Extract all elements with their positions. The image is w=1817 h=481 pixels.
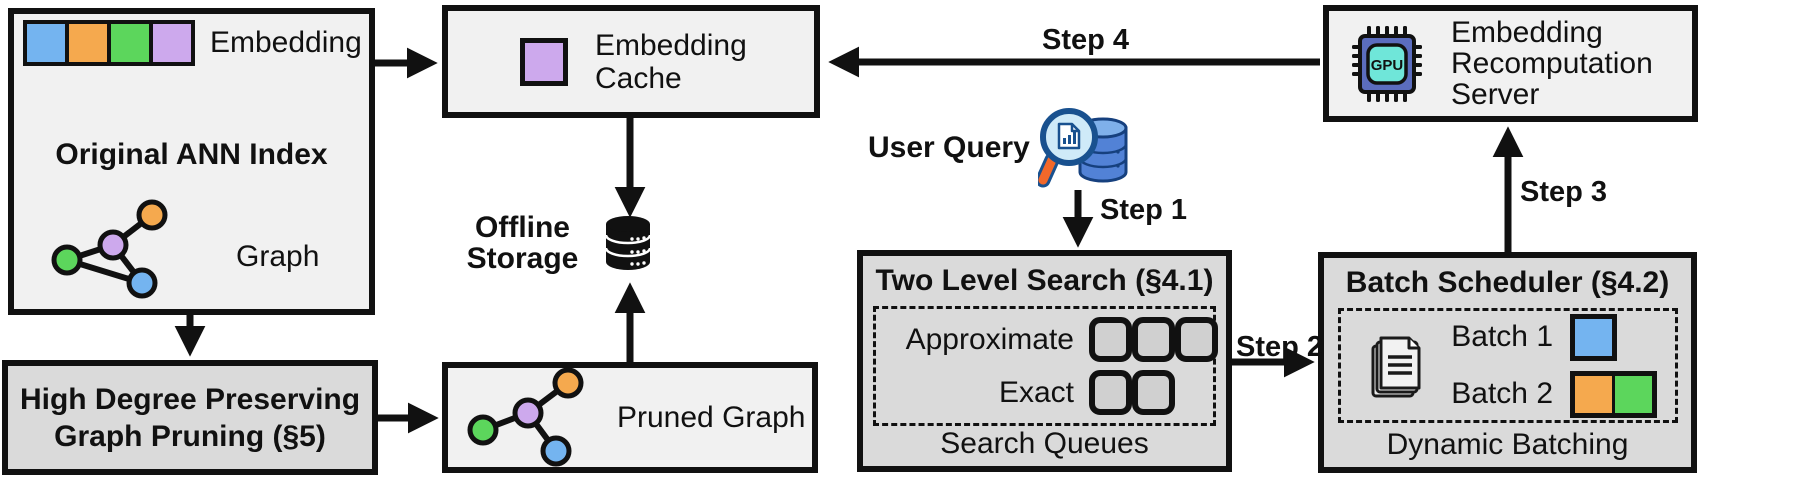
- approximate-queue-row: Approximate: [876, 317, 1218, 362]
- batch1-squares: [1570, 313, 1617, 361]
- server-title-line3: Server: [1451, 78, 1540, 111]
- gpu-chip-label: GPU: [1371, 57, 1404, 74]
- embedding-cell-purple: [153, 24, 191, 62]
- graph-pruning-box: High Degree Preserving Graph Pruning (§5…: [2, 360, 378, 475]
- pruning-title-line2: Graph Pruning (§5): [54, 419, 326, 453]
- dynamic-batching-panel: Batch 1 Batch 2: [1338, 308, 1678, 423]
- graph-label: Graph: [236, 240, 320, 273]
- two-level-search-box: Two Level Search (§4.1) Approximate Exac…: [857, 250, 1232, 472]
- queue-slot: [1132, 370, 1175, 415]
- queue-slot: [1175, 317, 1218, 362]
- approximate-label: Approximate: [905, 322, 1074, 356]
- gpu-chip-icon: GPU: [1352, 25, 1422, 102]
- embedding-cell-green: [111, 24, 149, 62]
- pruned-graph-label: Pruned Graph: [617, 400, 806, 434]
- user-query: User Query: [868, 102, 1130, 194]
- exact-queue-row: Exact: [876, 370, 1213, 415]
- ann-index-title: Original ANN Index: [55, 138, 328, 171]
- offline-storage-line1: Offline: [475, 211, 570, 244]
- batch2-row: Batch 2: [1435, 370, 1675, 418]
- batch2-label: Batch 2: [1451, 377, 1553, 410]
- server-title-line2: Recomputation: [1451, 47, 1653, 80]
- search-queues-panel: Approximate Exact: [873, 306, 1218, 426]
- pruning-title-line1: High Degree Preserving: [19, 382, 361, 416]
- original-ann-index-box: Embedding Original ANN Index Graph: [8, 8, 375, 315]
- recomputation-server-box: GPU Embedding Recomputation Server: [1323, 5, 1698, 122]
- graph-node-green: [467, 414, 499, 445]
- batch-scheduler-title: Batch Scheduler (§4.2): [1345, 266, 1670, 299]
- step1-label: Step 1: [1100, 194, 1188, 226]
- offline-storage-line2: Storage: [466, 242, 579, 275]
- cache-title-line1: Embedding: [595, 28, 747, 62]
- batch2-item-green: [1615, 375, 1652, 413]
- pruned-graph-box: Pruned Graph: [442, 362, 818, 473]
- query-search-database-icon: [1037, 108, 1128, 188]
- database-icon: [604, 216, 652, 270]
- batch1-label: Batch 1: [1451, 320, 1553, 353]
- step2-label: Step 2: [1236, 331, 1324, 363]
- graph-node-purple: [512, 397, 544, 428]
- queue-slot: [1089, 317, 1132, 362]
- embedding-cache-box: Embedding Cache: [442, 5, 820, 118]
- batch2-squares: [1570, 370, 1657, 418]
- cache-title-line2: Cache: [595, 61, 682, 95]
- graph-node-orange: [136, 199, 168, 231]
- documents-icon: [1371, 336, 1421, 397]
- graph-node-green: [51, 244, 83, 276]
- graph-node-blue: [126, 267, 158, 299]
- server-title-line1: Embedding: [1451, 16, 1603, 49]
- search-queues-label: Search Queues: [940, 427, 1149, 460]
- graph-node-orange: [552, 367, 584, 398]
- cached-embedding-icon: [520, 37, 568, 86]
- embedding-cell-blue: [27, 24, 65, 62]
- batch-scheduler-box: Batch Scheduler (§4.2) Batch 1: [1318, 252, 1697, 473]
- pruned-graph-icon: [467, 367, 584, 466]
- step3-label: Step 3: [1520, 176, 1608, 208]
- batch2-item-orange: [1575, 375, 1612, 413]
- user-query-label: User Query: [868, 131, 1030, 164]
- offline-storage: Offline Storage: [455, 212, 654, 274]
- queue-slot: [1089, 370, 1132, 415]
- graph-icon: [51, 199, 168, 299]
- embedding-label: Embedding: [210, 26, 362, 59]
- batch1-row: Batch 1: [1435, 313, 1675, 361]
- exact-label: Exact: [998, 375, 1074, 409]
- two-level-search-title: Two Level Search (§4.1): [875, 264, 1214, 297]
- dynamic-batching-label: Dynamic Batching: [1386, 428, 1629, 461]
- graph-node-purple: [97, 229, 129, 261]
- queue-slot: [1132, 317, 1175, 362]
- embedding-vector-icon: [23, 20, 195, 66]
- batch1-item-blue: [1575, 318, 1612, 356]
- step4-label: Step 4: [1042, 24, 1130, 56]
- graph-node-blue: [540, 435, 572, 466]
- embedding-cell-orange: [69, 24, 107, 62]
